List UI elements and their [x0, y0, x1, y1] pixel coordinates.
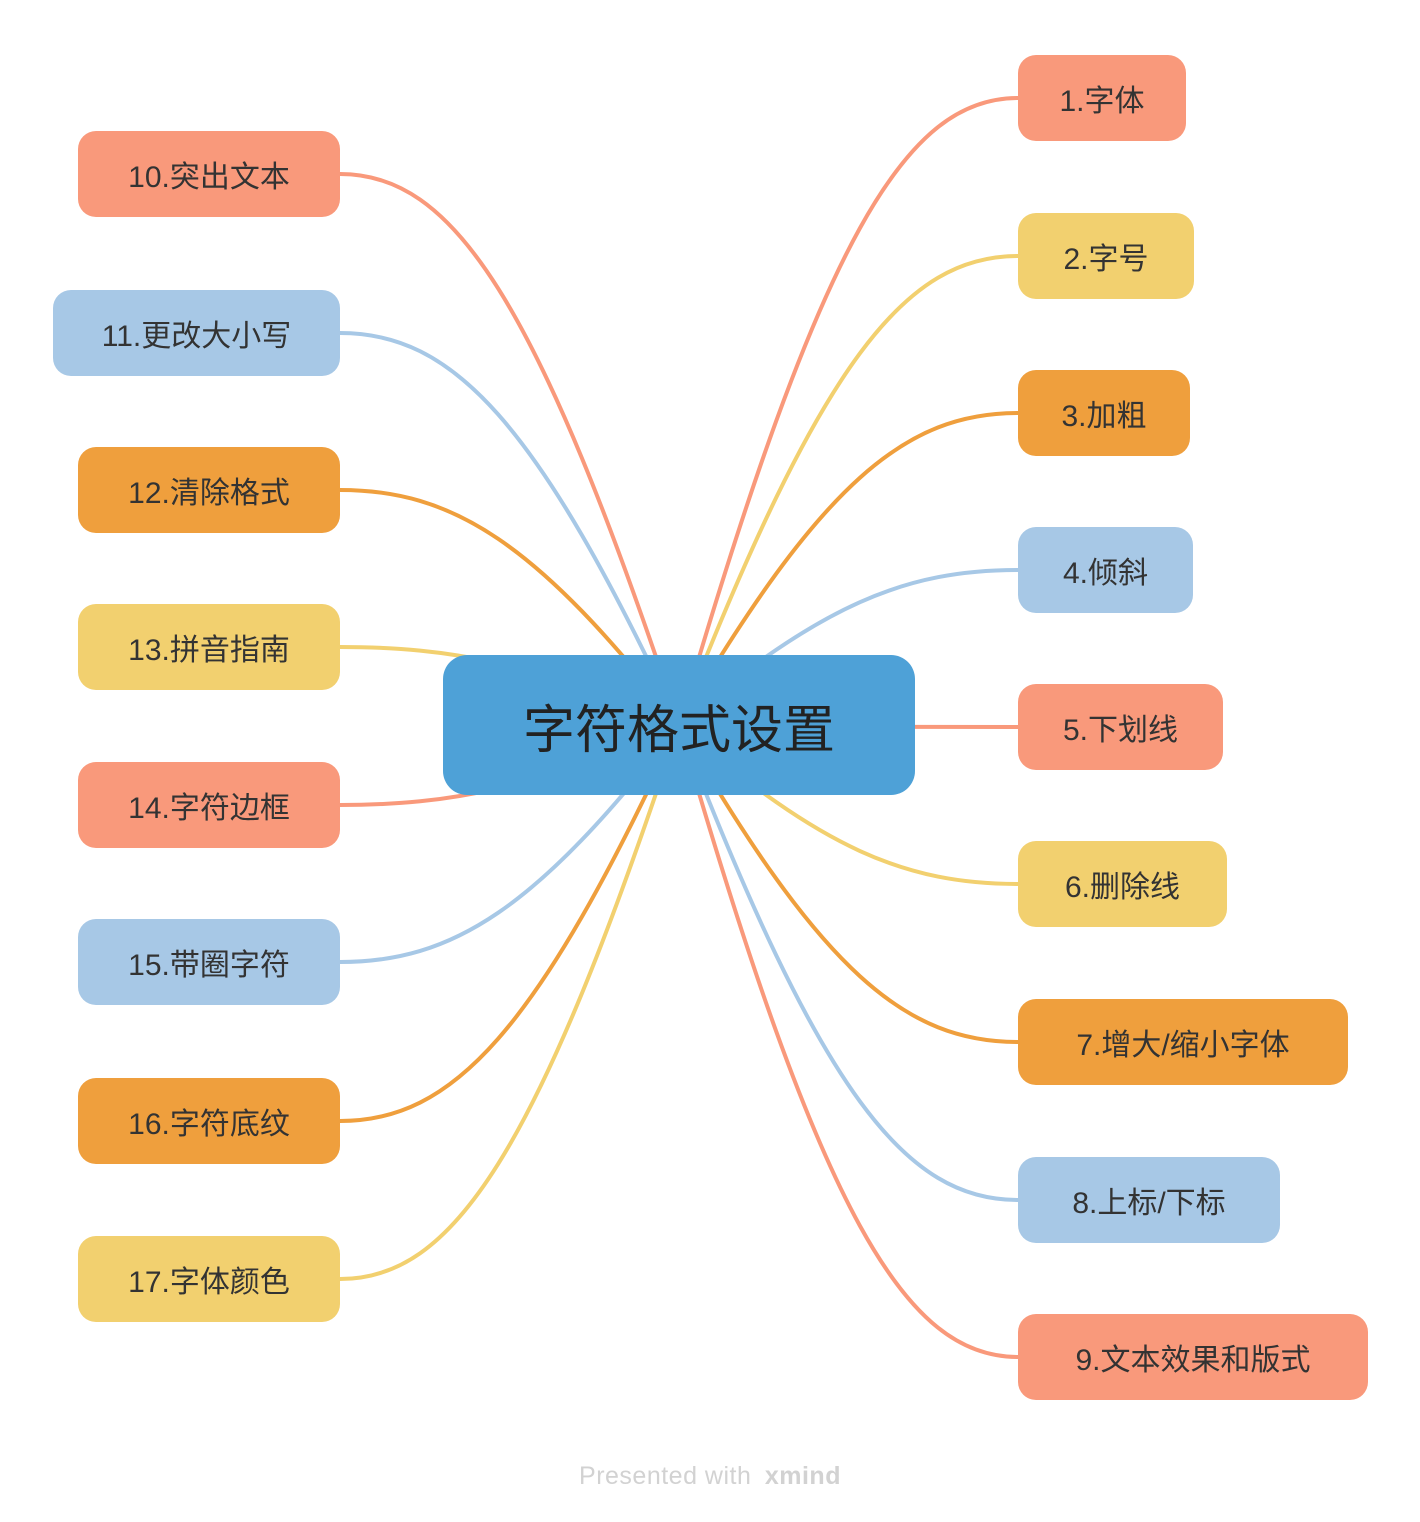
connector-topic-2-font-size — [677, 254, 1020, 727]
topic-6-strikethrough[interactable]: 6.删除线 — [1018, 841, 1227, 927]
topic-17-font-color[interactable]: 17.字体颜色 — [78, 1236, 340, 1322]
connector-topic-8-superscript-subscript — [677, 723, 1020, 1202]
topic-4-italic[interactable]: 4.倾斜 — [1018, 527, 1193, 613]
topic-7-grow-shrink-font[interactable]: 7.增大/缩小字体 — [1018, 999, 1348, 1085]
topic-1-font[interactable]: 1.字体 — [1018, 55, 1186, 141]
connector-topic-3-bold — [677, 411, 1020, 727]
topic-3-bold[interactable]: 3.加粗 — [1018, 370, 1190, 456]
topic-2-font-size[interactable]: 2.字号 — [1018, 213, 1194, 299]
topic-12-clear-formatting[interactable]: 12.清除格式 — [78, 447, 340, 533]
topic-8-superscript-subscript[interactable]: 8.上标/下标 — [1018, 1157, 1280, 1243]
topic-14-character-border[interactable]: 14.字符边框 — [78, 762, 340, 848]
connector-topic-16-character-shading — [338, 723, 681, 1123]
connector-topic-7-grow-shrink-font — [677, 723, 1020, 1044]
central-topic-character-formatting[interactable]: 字符格式设置 — [443, 655, 915, 795]
connector-topic-1-font — [677, 96, 1020, 727]
xmind-brand: xmind — [764, 1462, 841, 1490]
topic-10-highlight-text[interactable]: 10.突出文本 — [78, 131, 340, 217]
footer-prefix: Presented with — [579, 1462, 752, 1490]
topic-13-phonetic-guide[interactable]: 13.拼音指南 — [78, 604, 340, 690]
connector-topic-17-font-color — [338, 723, 681, 1281]
topic-5-underline[interactable]: 5.下划线 — [1018, 684, 1223, 770]
connector-topic-10-highlight-text — [338, 172, 681, 727]
topic-11-change-case[interactable]: 11.更改大小写 — [53, 290, 340, 376]
topic-15-enclosed-characters[interactable]: 15.带圈字符 — [78, 919, 340, 1005]
topic-16-character-shading[interactable]: 16.字符底纹 — [78, 1078, 340, 1164]
footer-credit: Presented with xmind — [0, 1462, 1420, 1491]
connector-topic-9-text-effects — [677, 723, 1020, 1359]
topic-9-text-effects[interactable]: 9.文本效果和版式 — [1018, 1314, 1368, 1400]
connector-topic-11-change-case — [338, 331, 681, 727]
